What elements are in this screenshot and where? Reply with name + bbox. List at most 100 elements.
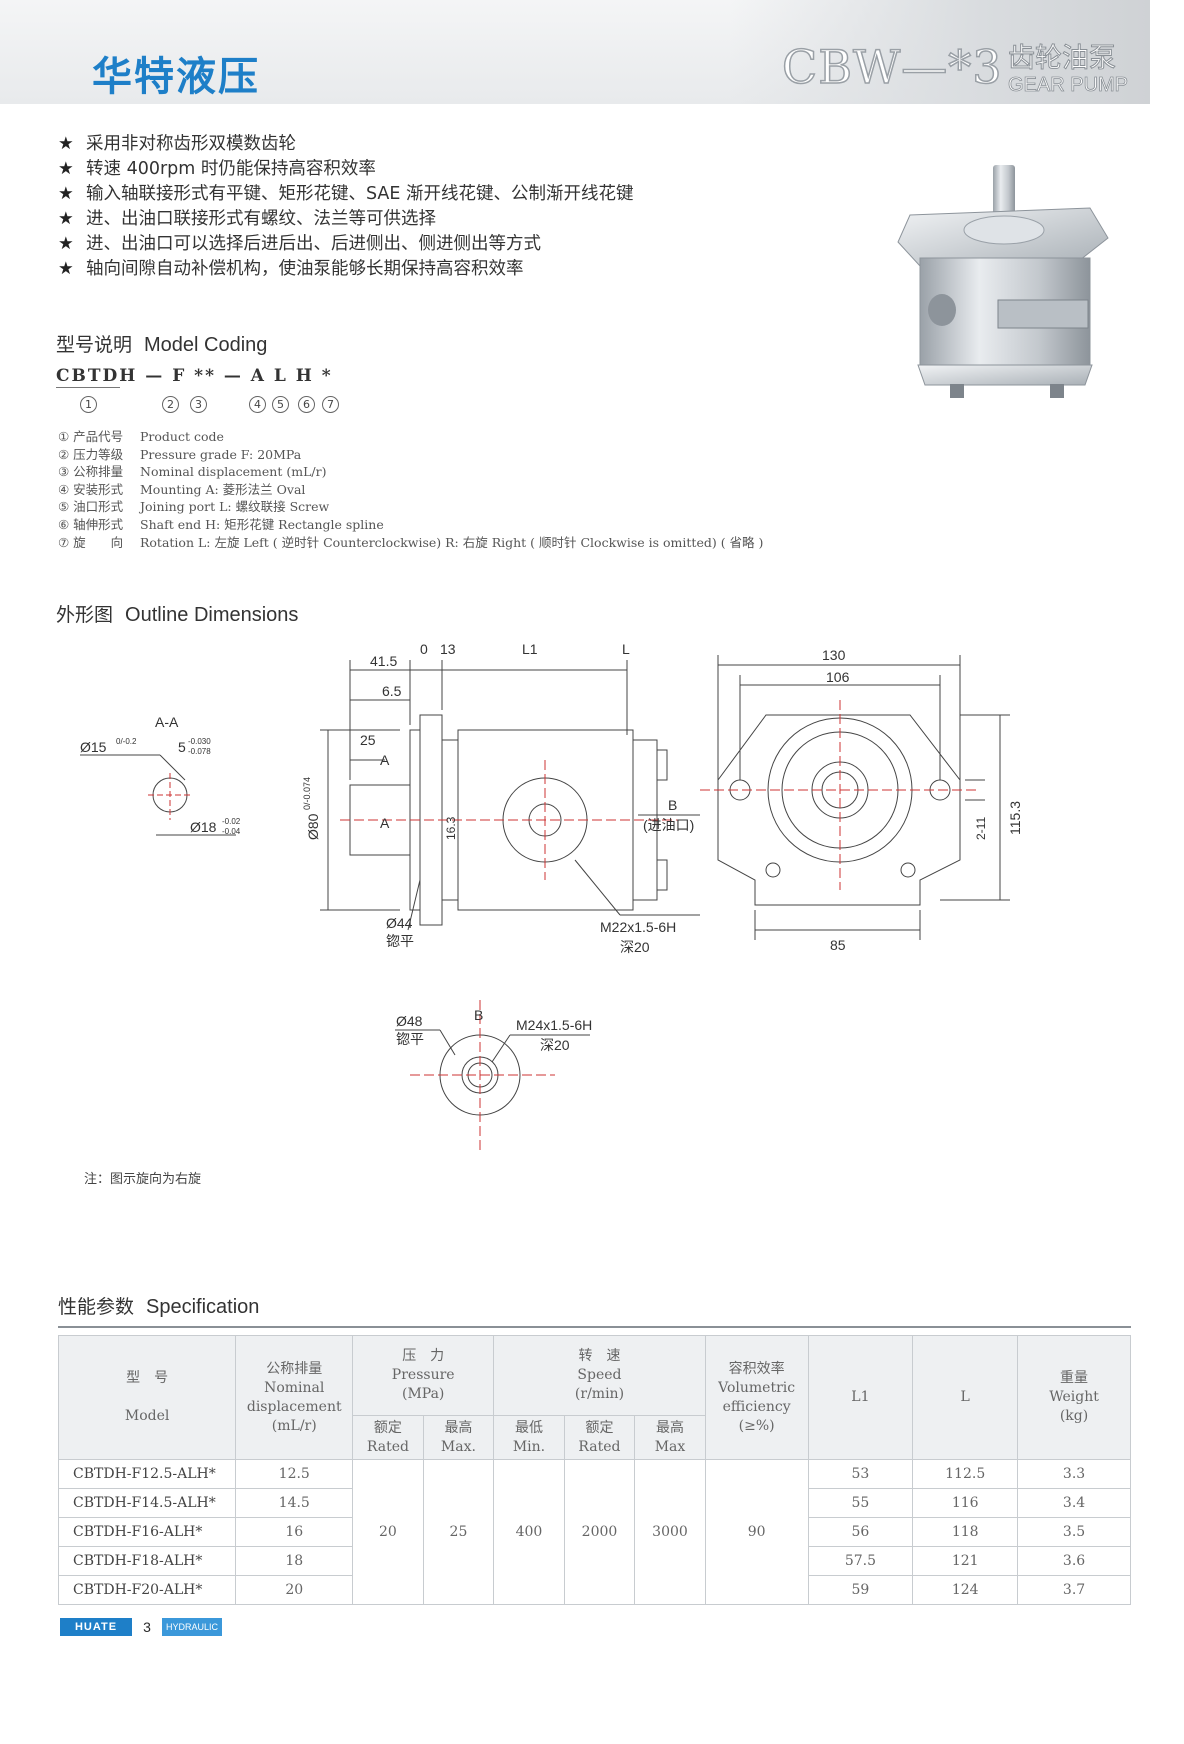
d5-tol-lo: -0.078 [188,747,211,756]
dim-13: 13 [440,641,456,657]
product-type-en: GEAR PUMP [1008,74,1129,97]
marker-2: 2 [162,393,179,413]
dim-41-5: 41.5 [370,653,397,669]
footer-tag: HYDRAULIC [162,1618,222,1636]
d18-tol-up: -0.02 [222,817,241,826]
dim-l: L [622,641,630,657]
view-b-title: B [474,1007,483,1023]
m24-label: M24x1.5-6H [516,1017,592,1033]
feature-item: ★轴向间隙自动补偿机构，使油泵能够长期保持高容积效率 [58,257,634,282]
spotface-label: 锪平 [386,933,414,949]
d5-label: 5 [178,739,186,755]
star-icon: ★ [58,184,74,204]
feature-item: ★输入轴联接形式有平键、矩形花键、SAE 渐开线花键、公制渐开线花键 [58,182,634,207]
header-band [0,0,1150,104]
feature-item: ★转速 400rpm 时仍能保持高容积效率 [58,157,634,182]
view-b-marker: B [668,797,677,813]
dim-85: 85 [830,937,846,953]
dim-0: 0 [420,641,428,657]
marker-5: 5 [272,393,289,413]
footer-bar: HUATE 3 HYDRAULIC [60,1618,222,1636]
star-icon: ★ [58,209,74,229]
d80-label: Ø80 [305,813,321,840]
d18-tol-lo: -0.04 [222,827,241,836]
depth20-label: 深20 [620,939,650,955]
section-a-top: A [380,752,390,768]
marker-6: 6 [298,393,315,413]
dim-2-11: 2-11 [974,817,988,840]
spotface-b-label: 锪平 [396,1031,424,1047]
outline-drawing: A-A Ø15 0/-0.2 5 -0.030 -0.078 Ø18 -0.02… [80,641,1023,1150]
marker-4: 4 [249,393,266,413]
rated-speed-cell: 2000 [563,1459,636,1605]
footer-logo: HUATE [60,1618,132,1636]
section-a-bottom: A [380,815,390,831]
d80-tol-label: 0/-0.074 [302,777,312,810]
table-row: CBTDH-F20-ALH* 20 59 124 3.7 [57,1575,1131,1605]
feature-item: ★采用非对称齿形双模数齿轮 [58,132,634,157]
table-row: CBTDH-F12.5-ALH* 12.5 20 25 400 2000 300… [57,1459,1131,1605]
dim-106: 106 [826,669,850,685]
dim-l1: L1 [522,641,538,657]
pump-photo [897,165,1109,398]
marker-7: 7 [322,393,339,413]
min-speed-cell: 400 [493,1459,565,1605]
star-icon: ★ [58,259,74,279]
dim-115-3: 115.3 [1007,801,1023,835]
col-l1: L1 [807,1335,914,1460]
dim-130: 130 [822,647,846,663]
marker-1: 1 [80,393,97,413]
d48-label: Ø48 [396,1013,423,1029]
col-l: L [912,1335,1019,1460]
d15-tol-label: 0/-0.2 [116,737,137,746]
d15-label: Ø15 [80,739,107,755]
rotation-note: 注：图示旋向为右旋 [84,1172,202,1187]
d44-label: Ø44 [386,915,413,931]
feature-list: ★采用非对称齿形双模数齿轮 ★转速 400rpm 时仍能保持高容积效率 ★输入轴… [58,132,634,282]
dim-6-5: 6.5 [382,683,402,699]
rated-pressure-cell: 20 [352,1459,424,1605]
m22-label: M22x1.5-6H [600,919,676,935]
aa-label: A-A [155,714,179,730]
d5-tol-up: -0.030 [188,737,211,746]
efficiency-cell: 90 [704,1459,809,1605]
depth20-b-label: 深20 [540,1037,570,1053]
table-row: CBTDH-F14.5-ALH* 14.5 55 116 3.4 [57,1488,1131,1518]
max-pressure-cell: 25 [422,1459,495,1605]
inlet-label: (进油口) [643,817,694,833]
max-speed-cell: 3000 [634,1459,706,1605]
brand-title: 华特液压 [92,54,260,100]
series-title: CBW—*3 [781,39,1003,95]
table-row: CBTDH-F16-ALH* 16 56 118 3.5 [57,1517,1131,1547]
star-icon: ★ [58,134,74,154]
page-number: 3 [143,1619,151,1635]
feature-item: ★进、出油口可以选择后进后出、后进侧出、侧进侧出等方式 [58,232,634,257]
model-code: CBTDH — F ** — A L H * [56,366,333,386]
marker-3: 3 [190,393,207,413]
dim-16-3: 16.3 [444,816,458,840]
star-icon: ★ [58,234,74,254]
product-type-cn: 齿轮油泵 [1008,43,1117,75]
